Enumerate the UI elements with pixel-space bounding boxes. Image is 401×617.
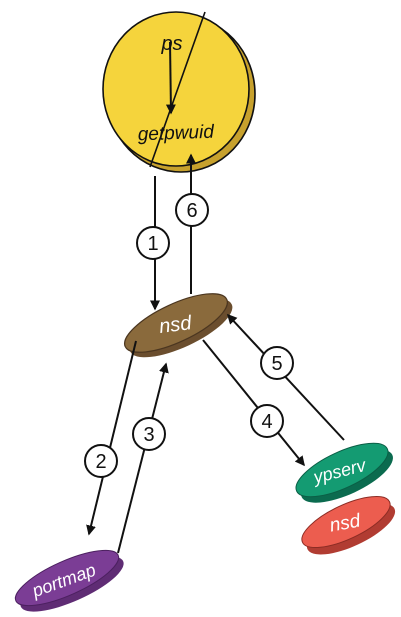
step-2-badge: 2 [84, 444, 118, 478]
step-5-label: 5 [271, 353, 282, 375]
step-1-label: 1 [147, 233, 158, 255]
step-2-label: 2 [95, 451, 106, 473]
arrow-portmap-to-nsd [117, 362, 169, 554]
portmap-node: portmap [14, 549, 124, 612]
getpwuid-label: getpwuid [137, 122, 215, 146]
step-1-badge: 1 [136, 226, 170, 260]
step-4-label: 4 [261, 411, 272, 433]
ps-label: ps [160, 33, 182, 55]
ps-getpwuid-disk: ps getpwuid [102, 11, 256, 173]
step-6-badge: 6 [175, 193, 209, 227]
nsd-center-node: nsd [124, 293, 233, 358]
ypserv-stack: nsd ypserv [295, 442, 396, 555]
arrow-nsd-to-ypserv [202, 339, 305, 467]
step-6-label: 6 [186, 200, 197, 222]
step-4-badge: 4 [250, 404, 284, 438]
arrow-ypserv-to-nsd [226, 313, 345, 441]
arrow-nsd-to-portmap [86, 340, 137, 536]
step-3-badge: 3 [132, 417, 166, 451]
step-5-badge: 5 [260, 346, 294, 380]
step-3-label: 3 [143, 424, 154, 446]
nsd-center-label: nsd [158, 312, 194, 338]
